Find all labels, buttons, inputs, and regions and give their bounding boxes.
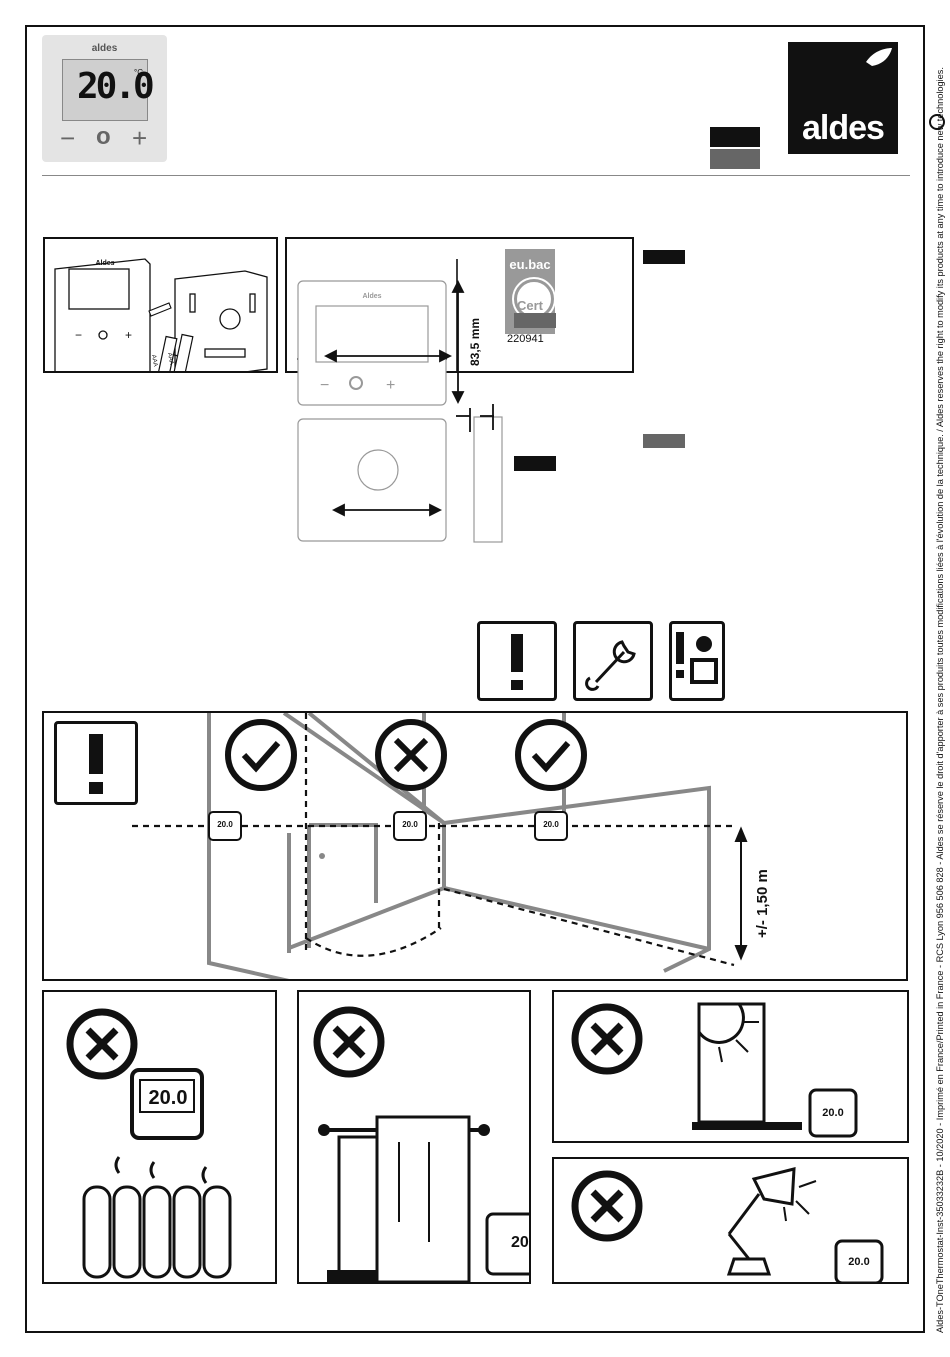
- mini-display-3: 20.0: [543, 820, 559, 829]
- curtain-illustration: 20.0: [313, 1006, 531, 1282]
- side-view-outline: [473, 416, 503, 543]
- radiator-illustration: 20.0: [66, 1008, 232, 1279]
- photo-unit: °C: [134, 68, 143, 77]
- sunlight-illustration: 20.0: [571, 1002, 858, 1138]
- forbidden-icon-radiator: [66, 1008, 138, 1080]
- photo-center-button: o: [96, 123, 111, 150]
- battery-label-2: AAA: [166, 352, 174, 365]
- product-photo: aldes 20.0 °C − o +: [42, 35, 167, 162]
- photo-screen: 20.0 °C: [62, 59, 155, 121]
- legend-black: [643, 250, 685, 264]
- eubac-top-text: eu.bac: [509, 257, 551, 272]
- ok-icon-1: [225, 719, 297, 791]
- legal-side-text: Aldes-TOneThermostat-Inst-35033232B - 10…: [935, 67, 945, 1333]
- battery-label-1: AAA: [150, 354, 158, 367]
- svg-text:+: +: [386, 377, 395, 394]
- room-placement-box: 20.0 20.0 20.0 +/- 1,50 m: [42, 711, 908, 981]
- page-frame: [25, 25, 925, 1333]
- logo-text: aldes: [802, 109, 885, 147]
- photo-brand: aldes: [91, 43, 118, 54]
- read-manual-icon: [669, 621, 725, 701]
- cert-label: Cert: [516, 298, 543, 313]
- radiator-panel: 20.0: [42, 990, 277, 1284]
- contents-box: Aldes − + AAA AAA: [43, 237, 278, 373]
- forbidden-icon-curtain: [313, 1006, 385, 1078]
- svg-text:−: −: [75, 328, 82, 342]
- warning-icon: [477, 621, 557, 701]
- svg-text:−: −: [320, 377, 329, 394]
- svg-text:Aldes: Aldes: [95, 260, 114, 267]
- photo-minus-button: −: [60, 123, 76, 153]
- legend-black-small: [514, 456, 556, 471]
- color-tab-gray: [710, 149, 760, 169]
- curtain-panel: 20.0: [297, 990, 531, 1284]
- aldes-logo: aldes: [788, 42, 898, 154]
- lamp-thermostat-display: 20.0: [848, 1256, 869, 1268]
- photo-plus-button: +: [132, 123, 148, 153]
- forbidden-icon-lamp: [571, 1170, 643, 1242]
- header-divider: [42, 175, 910, 176]
- mini-display-2: 20.0: [402, 820, 418, 829]
- photo-display-value: 20.0: [77, 66, 155, 107]
- mini-thermostat-1: [208, 811, 242, 841]
- height-install-label: +/- 1,50 m: [754, 869, 771, 938]
- legend-gray-small: [514, 313, 556, 328]
- cert-number: 220941: [507, 333, 544, 345]
- leaf-icon: [866, 48, 892, 66]
- curtain-thermostat-display: 20.0: [511, 1234, 531, 1251]
- svg-text:Aldes: Aldes: [362, 293, 381, 300]
- wrench-icon: [573, 621, 653, 701]
- lamp-illustration: 20.0: [571, 1167, 884, 1282]
- legend-gray: [643, 434, 685, 448]
- mini-thermostat-3: [534, 811, 568, 841]
- color-tab-black: [710, 127, 760, 147]
- forbidden-icon-sun: [571, 1003, 643, 1075]
- radiator-thermostat-display: 20.0: [149, 1087, 188, 1109]
- contents-illustration: Aldes − + AAA AAA: [54, 258, 268, 371]
- sun-thermostat-display: 20.0: [822, 1107, 843, 1119]
- svg-text:+: +: [125, 328, 132, 342]
- warning-icon-small: [54, 721, 138, 805]
- ok-icon-2: [515, 719, 587, 791]
- room-illustration: 20.0 20.0 20.0: [132, 713, 748, 979]
- height-dimension-label: 83,5 mm: [468, 317, 482, 366]
- forbidden-icon-1: [375, 719, 447, 791]
- recycle-icon: [929, 114, 945, 130]
- mini-thermostat-2: [393, 811, 427, 841]
- mini-display-1: 20.0: [217, 820, 233, 829]
- sunlight-panel: 20.0: [552, 990, 909, 1143]
- lamp-panel: 20.0: [552, 1157, 909, 1284]
